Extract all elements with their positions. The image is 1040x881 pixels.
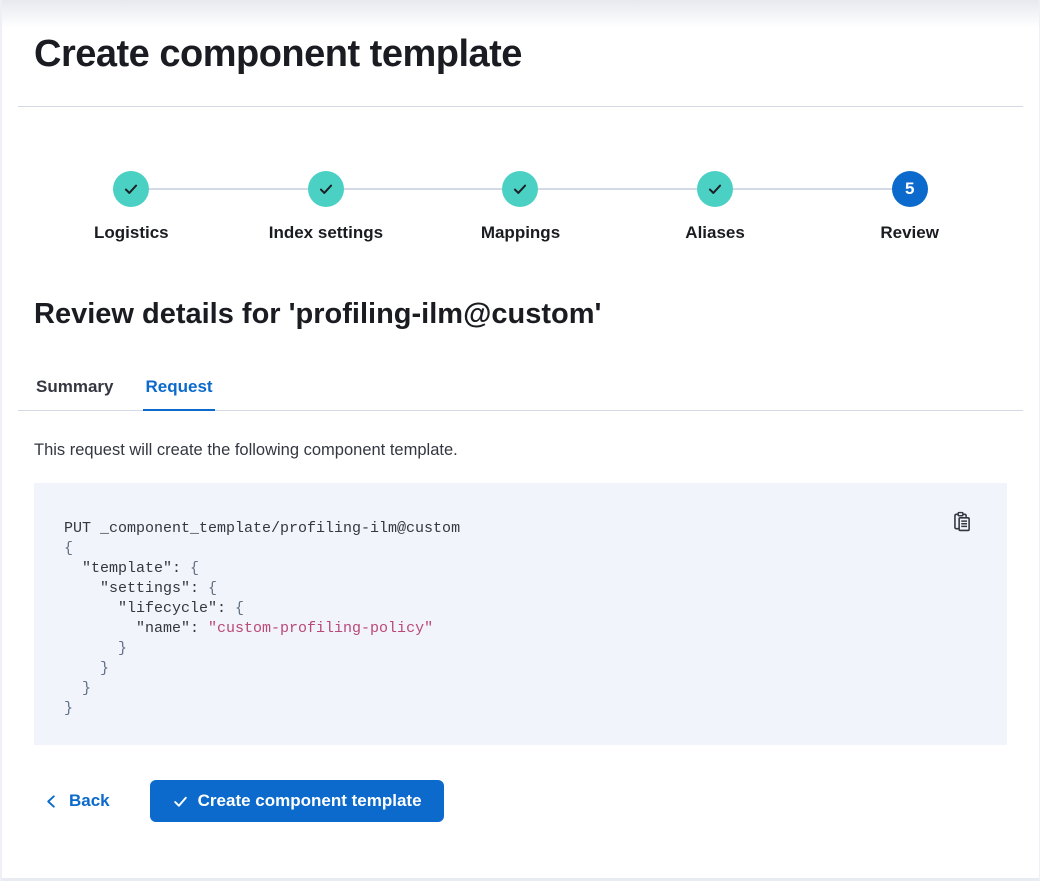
- step-label: Aliases: [685, 223, 745, 242]
- create-component-template-button[interactable]: Create component template: [149, 780, 444, 822]
- stepper: Logistics Index settings Mappings Aliase…: [34, 171, 1007, 243]
- chevron-left-icon: [47, 794, 55, 808]
- step-number: 5: [904, 179, 915, 198]
- code-content: PUT _component_template/profiling-ilm@cu…: [64, 520, 461, 717]
- step-label: Review: [880, 223, 939, 242]
- request-description: This request will create the following c…: [34, 441, 458, 459]
- check-icon: [125, 184, 138, 194]
- stepper-step-mappings[interactable]: Mappings: [423, 171, 618, 243]
- create-button-label: Create component template: [197, 791, 422, 810]
- stepper-step-index-settings[interactable]: Index settings: [229, 171, 424, 243]
- stepper-step-review: 5 Review: [812, 171, 1007, 243]
- stepper-step-aliases[interactable]: Aliases: [618, 171, 813, 243]
- step-current-circle: 5: [891, 171, 928, 207]
- step-label: Mappings: [480, 223, 561, 242]
- tab-request[interactable]: Request: [143, 367, 215, 411]
- check-icon: [709, 184, 722, 194]
- review-tabs: Summary Request: [18, 367, 1023, 411]
- check-icon: [514, 184, 527, 194]
- tab-summary[interactable]: Summary: [36, 377, 114, 396]
- step-complete-circle: [307, 171, 344, 207]
- step-label: Logistics: [93, 223, 169, 242]
- request-code-block: PUT _component_template/profiling-ilm@cu…: [34, 483, 1007, 745]
- stepper-step-logistics[interactable]: Logistics: [34, 171, 229, 243]
- copy-to-clipboard-button[interactable]: [949, 509, 974, 534]
- check-icon: [319, 184, 332, 194]
- step-complete-circle: [113, 171, 150, 207]
- step-label: Index settings: [268, 223, 384, 242]
- back-button-label: Back: [69, 791, 110, 810]
- header-divider: [18, 106, 1023, 107]
- page-title: Create component template: [34, 33, 522, 75]
- copy-clipboard-icon: [954, 511, 970, 532]
- step-complete-circle: [502, 171, 539, 207]
- bottom-edge: [2, 878, 1039, 881]
- check-icon: [173, 796, 187, 807]
- back-button[interactable]: Back: [44, 791, 110, 811]
- step-complete-circle: [697, 171, 734, 207]
- review-heading: Review details for 'profiling-ilm@custom…: [34, 298, 602, 330]
- footer-actions: Back Create component template: [34, 780, 1007, 822]
